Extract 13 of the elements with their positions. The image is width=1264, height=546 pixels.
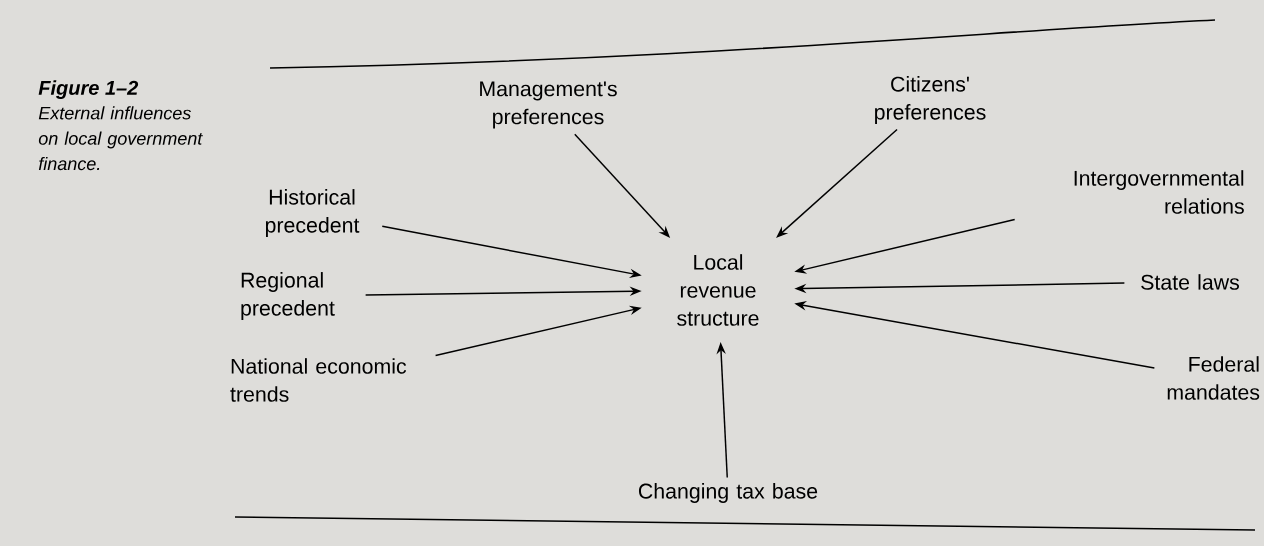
figure-number: Figure 1–2 — [38, 80, 139, 99]
node-label: Management's preferences — [480, 81, 617, 129]
arrow — [776, 128, 898, 238]
node-label: State laws — [1141, 274, 1239, 290]
figure-caption: External influences on local government finance. — [38, 106, 203, 171]
node-label: Federal mandates — [1167, 356, 1260, 400]
node-label: Regional precedent — [241, 272, 335, 320]
node-label: National economic trends — [230, 358, 407, 402]
node-label: Citizens' preferences — [875, 76, 986, 124]
node-label: Intergovernmental relations — [1074, 170, 1244, 214]
node-label: Local revenue structure — [677, 254, 759, 326]
node-label: Historical precedent — [265, 189, 360, 237]
node-label: Changing tax base — [638, 483, 818, 503]
